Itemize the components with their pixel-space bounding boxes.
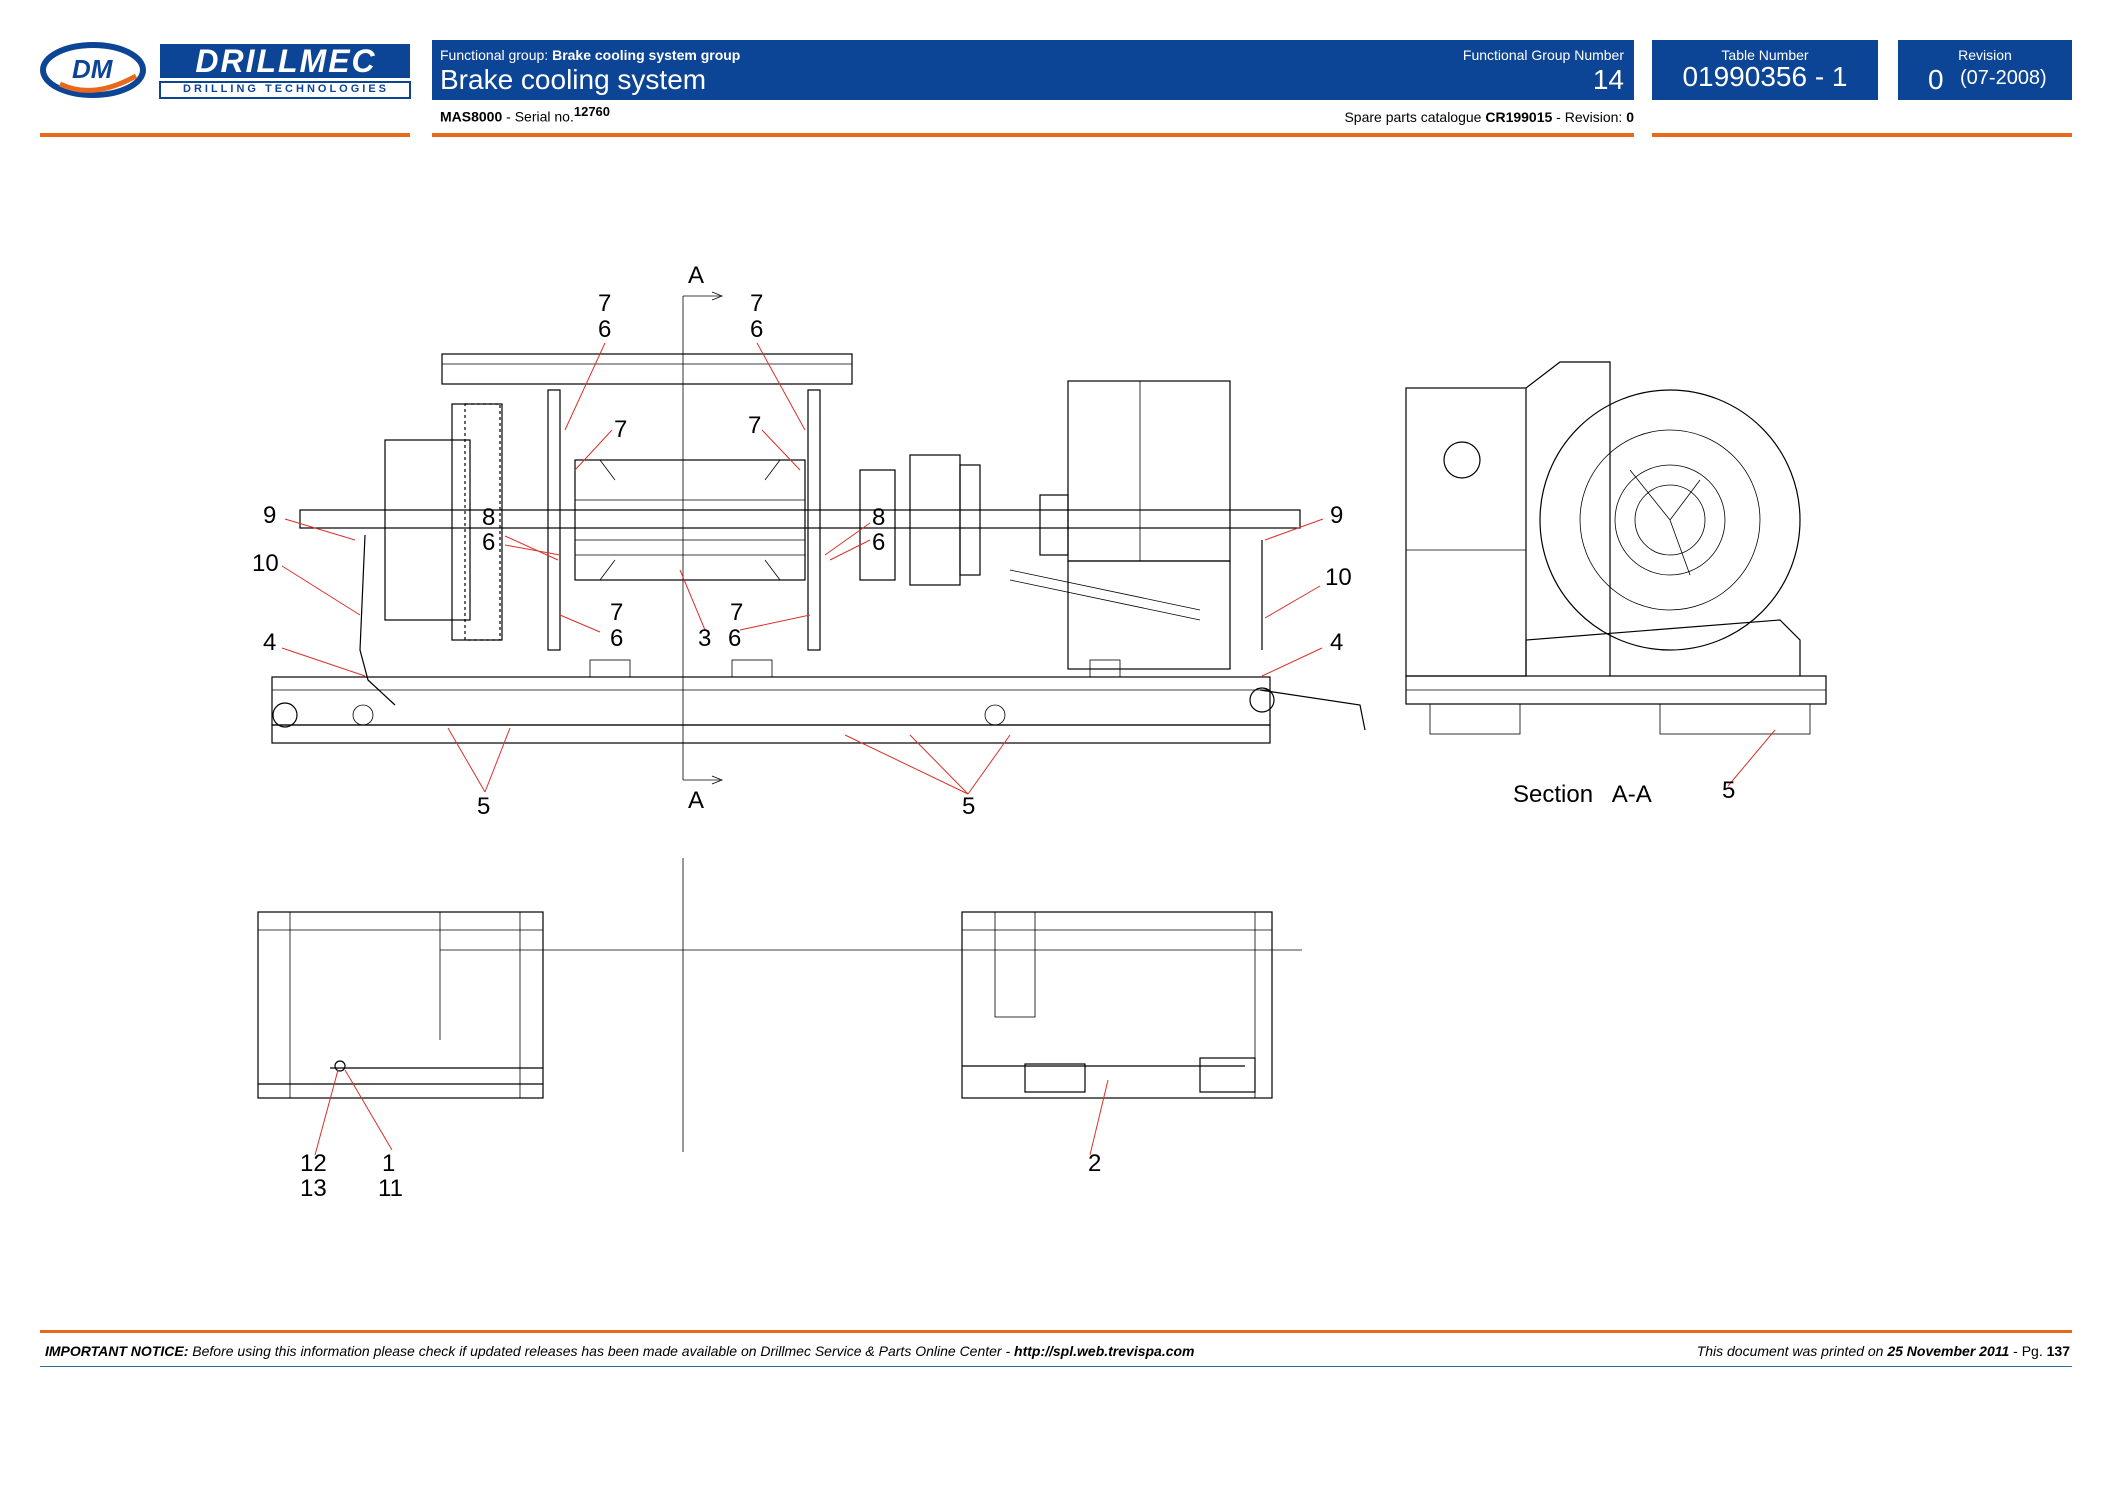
callout-label: 7 [610,599,623,626]
callout-label: 7 [748,412,761,439]
section-cut-line [682,291,724,785]
catalogue-label: Spare parts catalogue [1344,109,1482,125]
serial-label: - Serial no. [506,108,574,125]
section-view [1405,361,1827,735]
divider-middle [432,133,1634,137]
footer-notice: IMPORTANT NOTICE: Before using this info… [45,1343,1195,1359]
callout-label: 12 [300,1150,327,1177]
section-label: Section A-A [1513,781,1652,808]
notice-label: IMPORTANT NOTICE: [45,1343,189,1359]
model-value: MAS8000 [440,108,503,125]
functional-group-line: Functional group: Brake cooling system g… [440,47,740,63]
functional-group-label: Functional group: [440,47,549,63]
callout-label: 9 [1330,502,1343,529]
footer-divider [40,1330,2072,1333]
functional-group-value: Brake cooling system group [552,47,741,63]
functional-group-number-value: 14 [1592,64,1624,95]
table-number-value: 01990356 - 1 [1682,61,1848,92]
callout-label: 10 [1325,564,1352,591]
callout-label: 6 [482,529,495,556]
callout-label: 5 [1722,777,1735,804]
callout-label: 5 [477,793,490,820]
serial-value: 12760 [573,104,611,119]
functional-group-number-label: Functional Group Number [1462,47,1624,63]
section-marker-top: A [688,262,704,289]
title-panel: Functional group: Brake cooling system g… [432,40,1634,100]
catalogue-revision-value: 0 [1626,109,1634,125]
callout-label: 4 [263,629,276,656]
main-elevation [271,353,1366,744]
callout-leaders [281,342,1776,1156]
brand-logo: DM DRILLMEC DRILLING TECHNOLOGIES [40,40,412,100]
printed-date: 25 November 2011 [1887,1343,2010,1359]
footer-bottom-rule [40,1366,2072,1367]
callout-label: 3 [698,625,711,652]
revision-date: (07-2008) [1960,67,2047,89]
subheader-left: MAS8000 - Serial no.12760 [440,104,610,125]
callout-label: 11 [378,1175,403,1202]
logo-monogram: DM [72,54,113,84]
callout-label: 2 [1088,1150,1101,1177]
callout-label: 6 [728,625,741,652]
callout-label: 6 [610,625,623,652]
callout-label: 7 [750,290,763,317]
revision-label: Revision [1958,47,2012,63]
detail-right [961,911,1273,1099]
callout-label: 7 [730,599,743,626]
detail-left [257,858,1302,1152]
revision-value: 0 [1928,64,1944,95]
callout-label: 6 [598,316,611,343]
catalogue-revision-label: - Revision: [1556,109,1623,125]
callout-label: 13 [300,1175,327,1202]
callout-label: 6 [750,316,763,343]
drillmec-logo-icon [40,42,411,99]
page-number: 137 [2046,1343,2070,1359]
page-title: Brake cooling system [440,64,707,95]
callout-label: 8 [482,504,495,531]
callout-label: 10 [252,550,279,577]
notice-text: Before using this information please che… [192,1343,1011,1359]
section-marker-bottom: A [688,787,704,814]
callout-label: 6 [872,529,885,556]
printed-label: This document was printed on [1696,1343,1884,1359]
callout-label: 1 [382,1150,395,1177]
callout-label: 4 [1330,629,1343,656]
callout-label: 8 [872,504,885,531]
page-label: - Pg. [2013,1343,2043,1359]
catalogue-value: CR199015 [1485,109,1553,125]
subheader-right: Spare parts catalogue CR199015 - Revisio… [1344,109,1634,125]
footer-printed: This document was printed on 25 November… [1697,1343,2070,1359]
callout-label: 9 [263,502,276,529]
table-number-label: Table Number [1721,47,1809,63]
callout-label: 5 [962,793,975,820]
logo-name: DRILLMEC [195,43,377,79]
revision-panel: Revision 0 (07-2008) [1898,40,2072,100]
logo-tagline: DRILLING TECHNOLOGIES [183,83,389,95]
divider-right [1652,133,2072,137]
callout-label: 7 [598,290,611,317]
table-number-panel: Table Number 01990356 - 1 [1652,40,1878,100]
divider-left [40,133,410,137]
callout-label: 7 [614,416,627,443]
notice-url[interactable]: http://spl.web.trevispa.com [1014,1343,1195,1359]
